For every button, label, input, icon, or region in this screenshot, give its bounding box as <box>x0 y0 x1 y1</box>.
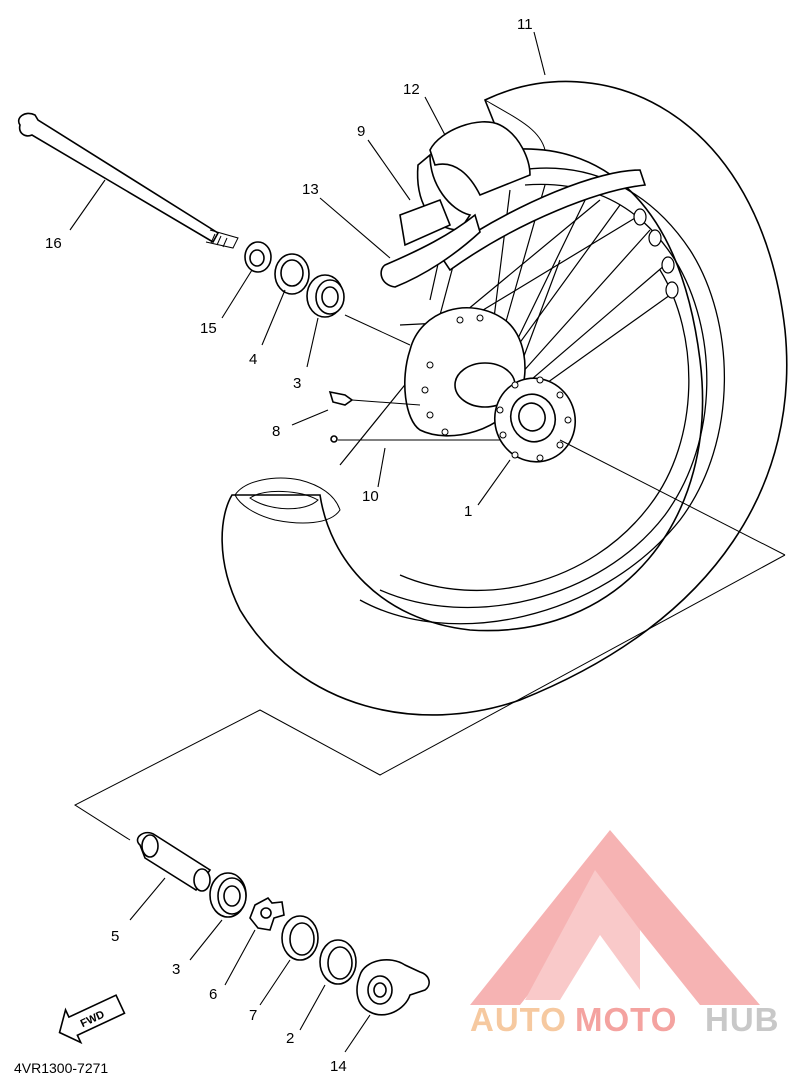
axle <box>17 112 239 249</box>
callout-11: 11 <box>517 16 533 33</box>
callout-3-upper: 3 <box>293 375 301 392</box>
meter-gear-unit-part-14 <box>356 959 430 1016</box>
watermark-hub: HUB <box>705 1001 780 1038</box>
callout-2: 2 <box>286 1030 294 1047</box>
callout-12: 12 <box>403 81 420 98</box>
callout-4: 4 <box>249 351 257 368</box>
watermark-text: AUTO MOTO HUB <box>470 1001 780 1038</box>
rim <box>359 167 726 625</box>
hub <box>404 306 577 463</box>
assembly-lines <box>73 314 786 841</box>
watermark-moto: MOTO <box>575 1001 677 1038</box>
callout-10: 10 <box>362 488 379 505</box>
callout-14: 14 <box>330 1058 347 1075</box>
callout-6: 6 <box>209 986 217 1003</box>
callout-1: 1 <box>464 503 472 520</box>
callout-13: 13 <box>302 181 319 198</box>
inner-tube <box>380 153 481 288</box>
callout-9: 9 <box>357 123 365 140</box>
retainer-part-6 <box>249 896 285 931</box>
drawing-code: 4VR1300-7271 <box>14 1060 108 1076</box>
oil-seal-part-7 <box>281 915 319 961</box>
tire <box>221 80 788 716</box>
oil-seal-part-2 <box>319 939 357 985</box>
watermark-logo <box>470 830 760 1005</box>
bearing-part-3-lower <box>209 872 247 918</box>
callout-8: 8 <box>272 423 280 440</box>
bearing-part-3-upper <box>306 274 345 318</box>
leader-lines <box>69 31 546 1053</box>
callout-3-lower: 3 <box>172 961 180 978</box>
watermark-auto: AUTO <box>470 1001 567 1038</box>
spoke-part-10 <box>330 435 338 443</box>
bolt-part-8 <box>328 390 354 406</box>
spoke-nipples <box>633 208 679 299</box>
collar-part-15 <box>244 241 272 273</box>
callout-5: 5 <box>111 928 119 945</box>
fwd-arrow: FWD <box>58 994 126 1045</box>
callout-16: 16 <box>45 235 62 252</box>
collar-part-5 <box>136 831 212 892</box>
oil-seal-part-4 <box>274 253 310 295</box>
callout-labels: 11 12 9 13 16 15 4 3 8 10 1 5 3 6 9 8 8 … <box>45 16 533 1075</box>
callout-7-text: 7 <box>249 1007 257 1024</box>
rim-band <box>429 121 647 272</box>
callout-15: 15 <box>200 320 217 337</box>
